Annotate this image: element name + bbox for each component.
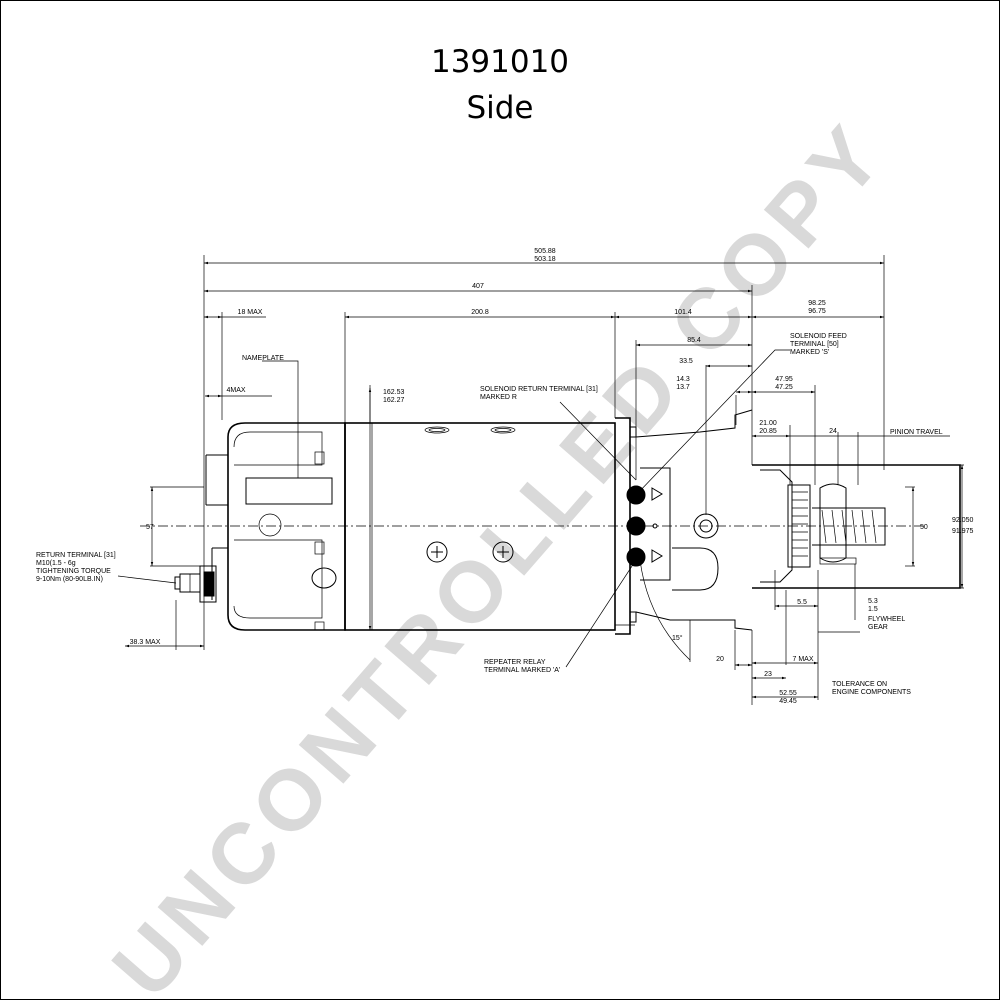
label-flywheel-1: FLYWHEEL bbox=[868, 616, 905, 623]
angle-arc bbox=[639, 559, 691, 661]
housing-screw-1 bbox=[426, 541, 448, 563]
label-solenoid-return-2: MARKED R bbox=[480, 394, 517, 401]
dim-20: 20 bbox=[716, 656, 724, 663]
dim-nose-offset: 33.5 bbox=[679, 358, 693, 365]
repeater-relay-terminal bbox=[626, 547, 646, 567]
label-repeater-1: REPEATER RELAY bbox=[484, 659, 546, 666]
label-solenoid-feed-3: MARKED 'S' bbox=[790, 349, 829, 356]
solenoid-return-terminal bbox=[626, 516, 646, 536]
dim-body-length: 407 bbox=[472, 283, 484, 290]
dim-housing-length: 200.8 bbox=[471, 309, 489, 316]
dim-feed-offset: 85.4 bbox=[687, 337, 701, 344]
label-nameplate: NAMEPLATE bbox=[242, 355, 284, 362]
leader-lines bbox=[117, 349, 790, 668]
dim-1-5: 1.5 bbox=[868, 606, 878, 613]
dim-dia-50: 50 bbox=[920, 524, 928, 531]
pinion-teeth bbox=[812, 507, 886, 546]
label-flywheel-2: GEAR bbox=[868, 624, 888, 631]
label-return-terminal-1: RETURN TERMINAL [31] bbox=[36, 552, 116, 559]
dim-nose-length: 101.4 bbox=[674, 309, 692, 316]
dim-52-55: 52.55 bbox=[779, 690, 797, 697]
dim-pitch-min: 91.975 bbox=[952, 528, 974, 535]
dim-dia-57: 57 bbox=[146, 524, 154, 531]
dim-diameter-min: 162.27 bbox=[383, 397, 405, 404]
part-number-title: 1391010 bbox=[430, 44, 570, 80]
dim-5-3: 5.3 bbox=[868, 598, 878, 605]
view-title: Side bbox=[466, 90, 534, 126]
dim-overall-min: 503.18 bbox=[534, 256, 556, 263]
dim-front-extension: 18 MAX bbox=[238, 309, 263, 316]
callout-texts: NAMEPLATE SOLENOID RETURN TERMINAL [31] … bbox=[36, 333, 943, 696]
dim-terminal-max: 14.3 bbox=[676, 376, 690, 383]
dim-pitch-max: 92.050 bbox=[952, 517, 974, 524]
housing-screw-2 bbox=[492, 541, 514, 563]
dim-7max: 7 MAX bbox=[792, 656, 813, 663]
dim-49-45: 49.45 bbox=[779, 698, 797, 705]
dim-pinion-min: 96.75 bbox=[808, 308, 826, 315]
dimension-texts: 505.88 503.18 407 18 MAX 200.8 101.4 98.… bbox=[130, 248, 974, 705]
dim-5-5: 5.5 bbox=[797, 599, 807, 606]
label-return-terminal-4: 9-10Nm (80-90LB.IN) bbox=[36, 576, 103, 583]
motor-housing bbox=[344, 422, 616, 631]
label-tolerance-2: ENGINE COMPONENTS bbox=[832, 689, 911, 696]
dim-flange-max: 47.95 bbox=[775, 376, 793, 383]
dimension-lines bbox=[124, 255, 964, 705]
dim-38-3: 38.3 MAX bbox=[130, 639, 161, 646]
label-tolerance-1: TOLERANCE ON bbox=[832, 681, 887, 688]
label-repeater-2: TERMINAL MARKED 'A' bbox=[484, 667, 560, 674]
dim-terminal-min: 13.7 bbox=[676, 384, 690, 391]
dim-pinion-travel: 24 bbox=[829, 428, 837, 435]
nameplate-plate bbox=[245, 477, 333, 505]
dim-angle: 15° bbox=[672, 634, 683, 642]
motor-body bbox=[174, 409, 961, 635]
label-solenoid-feed-2: TERMINAL [50] bbox=[790, 341, 839, 348]
label-return-terminal-3: TIGHTENING TORQUE bbox=[36, 568, 111, 575]
dim-bore-min: 20.85 bbox=[759, 428, 777, 435]
dim-pinion-max: 98.25 bbox=[808, 300, 826, 307]
dim-23: 23 bbox=[764, 671, 772, 678]
label-solenoid-feed-1: SOLENOID FEED bbox=[790, 333, 847, 340]
dim-overall-max: 505.88 bbox=[534, 248, 556, 255]
dim-diameter-max: 162.53 bbox=[383, 389, 405, 396]
dim-flange-min: 47.25 bbox=[775, 384, 793, 391]
label-solenoid-return-1: SOLENOID RETURN TERMINAL [31] bbox=[480, 386, 598, 393]
rear-terminal-nut bbox=[311, 567, 337, 589]
dim-bore-max: 21.00 bbox=[759, 420, 777, 427]
dim-4max: 4MAX bbox=[226, 387, 245, 394]
cap-boss bbox=[258, 513, 282, 537]
label-pinion-travel: PINION TRAVEL bbox=[890, 429, 943, 436]
pinion-drive bbox=[787, 484, 811, 568]
label-return-terminal-2: M10(1.5 - 6g bbox=[36, 560, 76, 567]
